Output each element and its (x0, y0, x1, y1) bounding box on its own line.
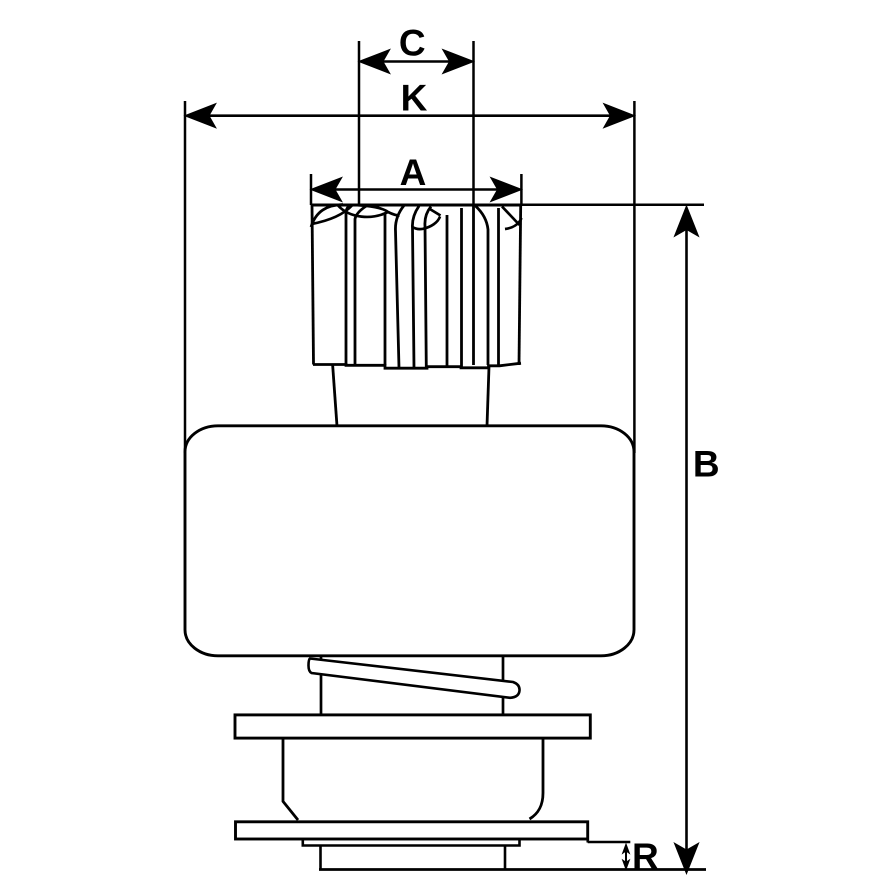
svg-text:B: B (693, 444, 720, 485)
svg-text:K: K (401, 78, 428, 119)
svg-text:A: A (400, 152, 427, 193)
svg-text:C: C (399, 23, 426, 64)
svg-text:R: R (632, 836, 659, 877)
